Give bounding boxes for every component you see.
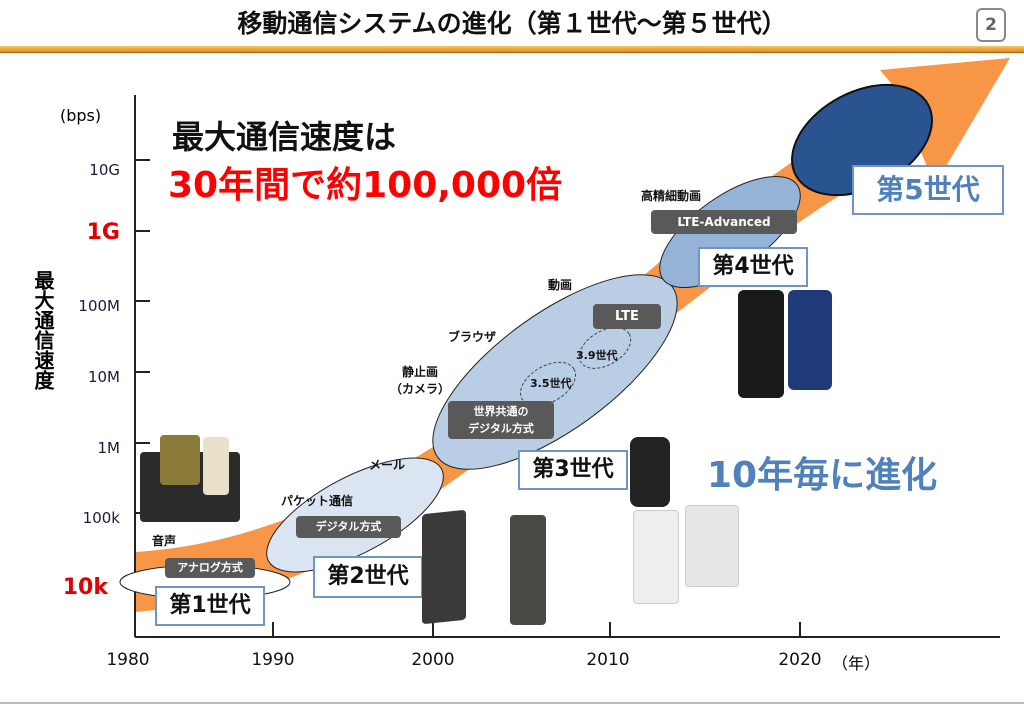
gen1-label: 第1世代 (155, 586, 265, 626)
gen3-service-still-image: 静止画 （カメラ） (390, 363, 450, 397)
gen1-handset-image (160, 435, 200, 485)
y-tick-1m: 1M (97, 439, 121, 457)
x-tick-1990: 1990 (251, 650, 295, 670)
headline-line2: 30年間で約100,000倍 (168, 165, 563, 206)
gen1-tech: アナログ方式 (165, 558, 255, 578)
gen4-tech: LTE-Advanced (651, 210, 797, 234)
gen2-tech: デジタル方式 (296, 516, 401, 538)
x-tick-2020: 2020 (778, 650, 822, 670)
slide-title: 移動通信システムの進化（第１世代～第５世代） (237, 9, 787, 38)
gen4-service: 高精細動画 (641, 189, 702, 203)
x-tick-2010: 2010 (586, 650, 630, 670)
gen3-label: 第3世代 (518, 450, 628, 490)
x-tick-2000: 2000 (411, 650, 455, 670)
gen2-ellipse (266, 457, 444, 573)
gen4-phone1-image (738, 290, 784, 398)
x-ticks (272, 622, 801, 637)
headline-line1: 最大通信速度は (172, 118, 397, 156)
gen3-phone1-keypad-image (633, 510, 679, 604)
gen2-label: 第2世代 (313, 556, 423, 598)
gen3-phone1-image (630, 437, 670, 507)
gen39-ellipse (578, 327, 632, 369)
y-tick-100m: 100M (78, 297, 120, 315)
gen2-phone2-image (510, 515, 546, 625)
gen3-service-video: 動画 (548, 278, 573, 292)
gen35-ellipse (520, 361, 576, 407)
gen3-tech-line2: デジタル方式 (468, 422, 534, 435)
gen5-label: 第5世代 (852, 165, 1004, 215)
x-axis-unit: （年） (832, 654, 881, 673)
y-axis-unit: (bps) (60, 106, 102, 125)
gen3-phone2-image (685, 505, 739, 587)
gen3-tech-line1: 世界共通の (473, 405, 529, 418)
y-axis-title: 最大通信速度 (31, 270, 55, 390)
y-tick-10m: 10M (87, 368, 120, 386)
slogan: 10年毎に進化 (707, 455, 938, 496)
y-tick-10g: 10G (89, 161, 120, 179)
gen1-handset2-image (203, 437, 229, 495)
gen3-lte: LTE (593, 304, 661, 329)
gen4-label: 第4世代 (698, 247, 808, 287)
gen3-camera-label: （カメラ） (390, 382, 451, 396)
title-divider (0, 46, 1024, 53)
gen3-tech: 世界共通のデジタル方式 (448, 401, 554, 439)
gen3-still-image-label: 静止画 (402, 365, 439, 379)
y-tick-10k: 10k (62, 575, 108, 600)
gen2-service-packet: パケット通信 (281, 494, 354, 508)
gen3-service-browser: ブラウザ (448, 330, 497, 344)
gen39-label: 3.9世代 (576, 349, 618, 362)
gen2-phone1-image (422, 509, 466, 625)
page-number: 2 (976, 8, 1006, 42)
gen35-label: 3.5世代 (530, 377, 572, 390)
x-tick-1980: 1980 (106, 650, 150, 670)
gen4-phone2-image (788, 290, 832, 390)
y-tick-1g: 1G (86, 220, 120, 245)
bottom-divider (0, 702, 1024, 704)
gen2-service-mail: メール (369, 458, 406, 472)
y-tick-100k: 100k (82, 509, 120, 527)
gen1-service: 音声 (152, 534, 177, 548)
